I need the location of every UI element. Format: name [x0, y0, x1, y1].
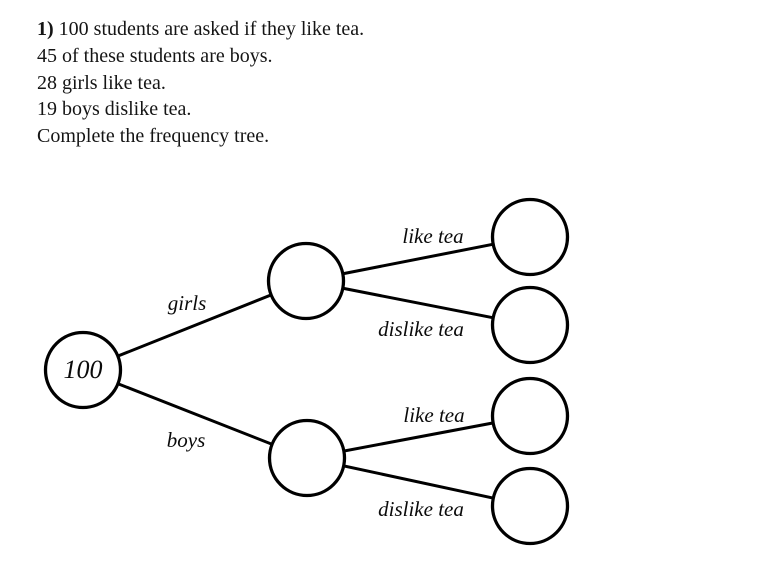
branch-line-girls: [81, 279, 308, 372]
root-node-value: 100: [64, 355, 103, 384]
girls-like-tea-label: like tea: [402, 224, 463, 248]
boys-like-tea-label: like tea: [403, 403, 464, 427]
girls-node-circle-empty: [266, 241, 346, 321]
boys-node-circle-empty: [267, 418, 347, 498]
tree-nodes: [43, 197, 570, 546]
branch-labels: girls boys like tea dislike tea like tea…: [167, 224, 465, 521]
problem-line-2: 45 of these students are boys.: [37, 44, 273, 67]
boys-branch-label: boys: [167, 428, 206, 452]
problem-line-1-text: 100 students are asked if they like tea.: [53, 18, 365, 40]
boys-dislike-tea-label: dislike tea: [378, 497, 464, 521]
problem-line-1: 1) 100 students are asked if they like t…: [37, 16, 364, 43]
girls-dislike-tea-label: dislike tea: [378, 317, 464, 341]
boys-dislike-tea-circle-empty: [490, 466, 570, 546]
girls-dislike-tea-circle-empty: [490, 285, 570, 365]
girls-like-tea-circle-empty: [490, 197, 570, 277]
boys-like-tea-circle-empty: [490, 376, 570, 456]
question-number: 1): [37, 18, 54, 40]
girls-branch-label: girls: [168, 291, 207, 315]
problem-line-3: 28 girls like tea.: [37, 71, 166, 94]
problem-statement: 1) 100 students are asked if they like t…: [37, 16, 364, 150]
branch-line-boys: [81, 368, 309, 460]
problem-line-4: 19 boys dislike tea.: [37, 98, 192, 121]
root-node-circle: [43, 330, 123, 410]
problem-instruction: Complete the frequency tree.: [37, 125, 270, 148]
